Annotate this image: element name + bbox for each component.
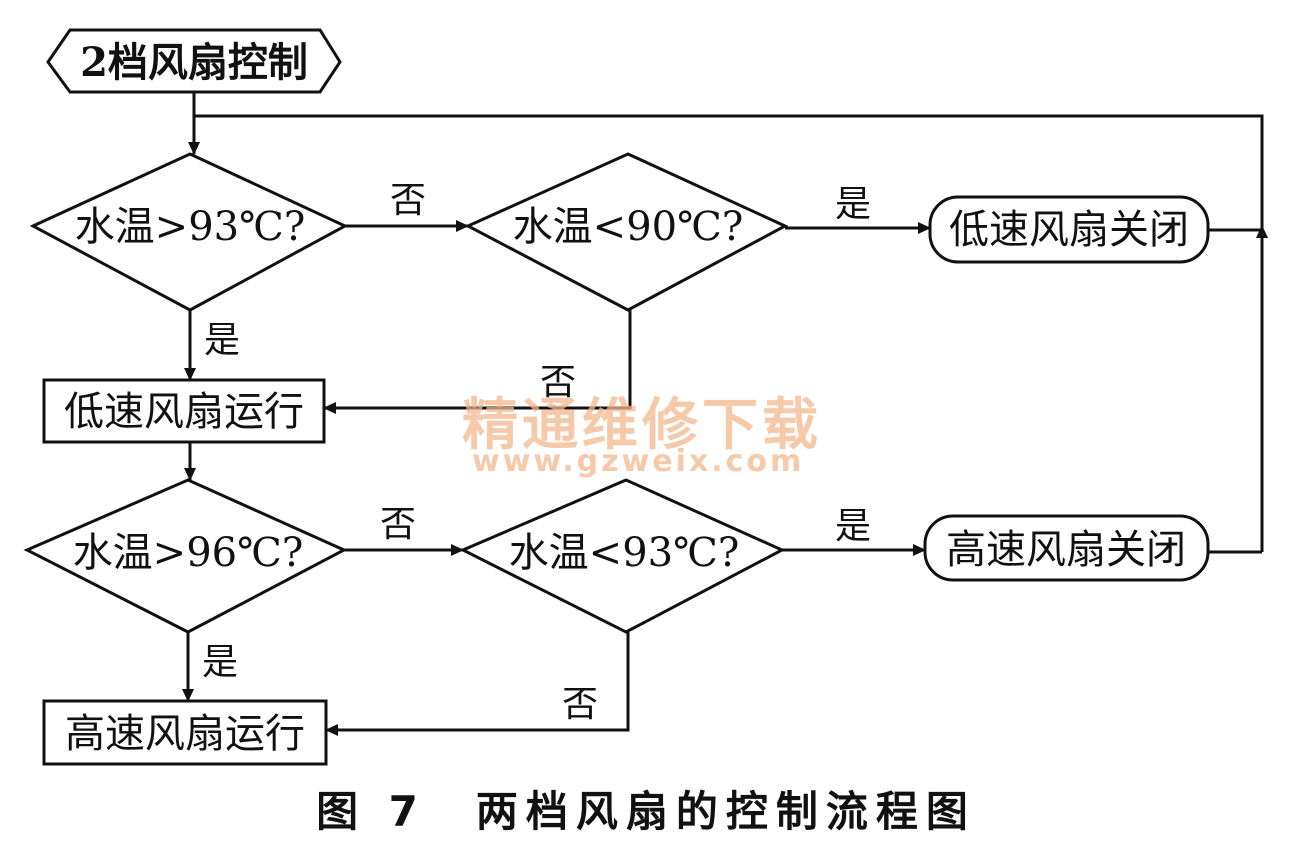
high-fan-off-label: 高速风扇关闭 xyxy=(946,527,1186,573)
decision-lt90-label: 水温<90℃? xyxy=(513,204,744,250)
edge-label-yes-d2: 是 xyxy=(835,184,871,225)
edge-d2-lowrun xyxy=(323,310,632,414)
edge-label-no-d3: 否 xyxy=(380,504,416,545)
low-fan-run-label: 低速风扇运行 xyxy=(64,389,304,435)
low-fan-off-label: 低速风扇关闭 xyxy=(949,207,1189,253)
edge-label-no-d2: 否 xyxy=(540,362,576,403)
edge-loop-top xyxy=(194,114,1264,230)
edge-label-yes-d3: 是 xyxy=(202,642,238,683)
edge-label-yes-d4: 是 xyxy=(835,506,871,547)
edge-label-no-d1: 否 xyxy=(390,180,426,221)
start-terminal xyxy=(46,28,342,94)
decision-lt93 xyxy=(459,478,786,634)
high-fan-run-label: 高速风扇运行 xyxy=(65,711,305,757)
watermark-text: 精通维修下载 xyxy=(462,393,822,458)
decision-gt93-label: 水温>93℃? xyxy=(75,204,306,250)
start-label: 2档风扇控制 xyxy=(80,39,308,86)
decision-lt90 xyxy=(464,152,789,312)
figure-caption: 图 7 两档风扇的控制流程图 xyxy=(316,787,976,836)
watermark-url: www.gzweix.com xyxy=(472,444,805,479)
decision-lt93-label: 水温<93℃? xyxy=(509,530,740,576)
decision-gt96-label: 水温>96℃? xyxy=(73,530,304,576)
edge-label-yes-d1: 是 xyxy=(204,320,240,361)
edge-d4-highrun xyxy=(325,632,630,736)
edge-label-no-d4: 否 xyxy=(562,684,598,725)
